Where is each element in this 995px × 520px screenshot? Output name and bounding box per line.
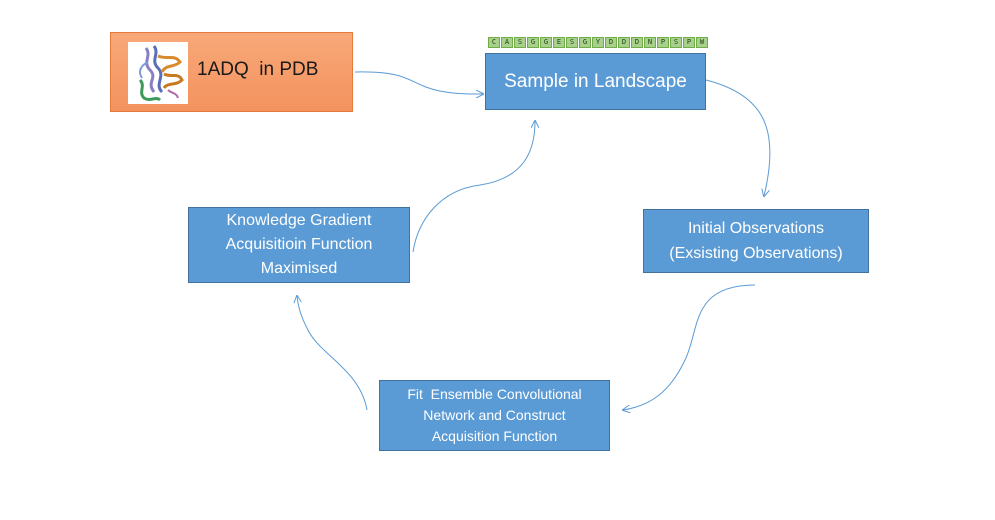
initial-label-line-1: Initial Observations: [687, 220, 825, 237]
fit-label-line-2: Network and Construct: [423, 407, 566, 423]
sequence-residue: S: [566, 37, 578, 48]
protein-structure-image: [128, 42, 188, 104]
sequence-residue: G: [540, 37, 552, 48]
knowledge-gradient-box: Knowledge Gradient Acquisitioin Function…: [188, 207, 410, 283]
sample-in-landscape-box: Sample in Landscape: [485, 53, 706, 110]
sequence-residue: E: [553, 37, 565, 48]
sequence-residue: C: [488, 37, 500, 48]
arrow-pdb-to-sample: [354, 71, 483, 94]
knowledge-label-line-2: Acquisitioin Function: [225, 236, 373, 253]
sample-label: Sample in Landscape: [504, 70, 687, 92]
sequence-residue: D: [618, 37, 630, 48]
arrow-fit-to-knowledge: [297, 296, 368, 411]
sequence-residue: G: [579, 37, 591, 48]
arrow-sample-to-initial: [705, 79, 771, 196]
sequence-residue: Y: [592, 37, 604, 48]
sequence-residue: S: [670, 37, 682, 48]
sequence-residue: A: [501, 37, 513, 48]
arrow-knowledge-to-sample: [412, 121, 535, 253]
knowledge-label-line-3: Maximised: [260, 260, 338, 277]
knowledge-label-line-1: Knowledge Gradient: [226, 212, 372, 229]
fit-ensemble-box: Fit Ensemble Convolutional Network and C…: [379, 380, 610, 451]
pdb-source-box: 1ADQ in PDB: [110, 32, 353, 112]
pdb-label: 1ADQ in PDB: [197, 59, 319, 80]
arrow-initial-to-fit: [623, 284, 756, 410]
sequence-residue: P: [683, 37, 695, 48]
sequence-residue: W: [696, 37, 708, 48]
sequence-residue: G: [527, 37, 539, 48]
sequence-residue: P: [657, 37, 669, 48]
sequence-residue: D: [631, 37, 643, 48]
initial-observations-box: Initial Observations (Exsisting Observat…: [643, 209, 869, 273]
sequence-residue: S: [514, 37, 526, 48]
sequence-residue: N: [644, 37, 656, 48]
fit-label-line-3: Acquisition Function: [431, 428, 558, 444]
initial-label-line-2: (Exsisting Observations): [669, 245, 843, 262]
fit-label-line-1: Fit Ensemble Convolutional: [407, 386, 582, 402]
sequence-residue: D: [605, 37, 617, 48]
